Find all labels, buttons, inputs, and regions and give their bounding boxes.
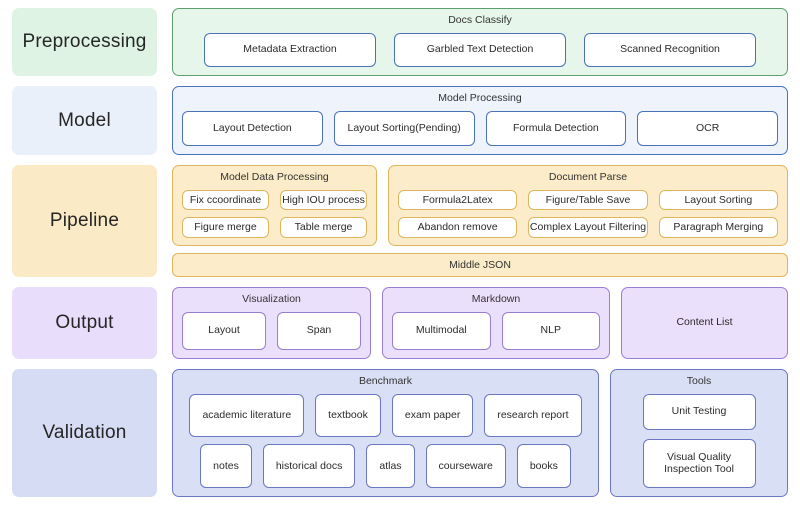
chip-courseware[interactable]: courseware: [425, 444, 506, 489]
stage-row-validation: Validation Benchmark academic literature…: [12, 369, 788, 497]
panel-row: Docs Classify Metadata Extraction Garble…: [172, 8, 788, 76]
chip-row: Multimodal NLP: [392, 311, 600, 350]
panel-title-docs-classify: Docs Classify: [448, 14, 512, 26]
chip-row: Abandon remove Complex Layout Filtering …: [398, 217, 778, 239]
stage-label-validation: Validation: [12, 369, 157, 497]
chip-rows: Fix ccoordinate High IOU process Figure …: [182, 189, 367, 239]
chip-layout[interactable]: Layout: [182, 311, 266, 350]
stage-content-output: Visualization Layout Span Markdown Multi…: [172, 287, 788, 359]
chip-layout-sorting-pending[interactable]: Layout Sorting(Pending): [333, 110, 475, 146]
chip-ocr[interactable]: OCR: [637, 110, 778, 146]
chip-books[interactable]: books: [516, 444, 571, 489]
panel-benchmark: Benchmark academic literature textbook e…: [172, 369, 599, 497]
chip-row: Visual Quality Inspection Tool: [620, 438, 778, 488]
chip-scanned-recognition[interactable]: Scanned Recognition: [584, 32, 756, 67]
chip-rows: academic literature textbook exam paper …: [182, 393, 589, 489]
stage-row-pipeline: Pipeline Model Data Processing Fix ccoor…: [12, 165, 788, 277]
panel-markdown: Markdown Multimodal NLP: [382, 287, 610, 359]
stage-content-preprocessing: Docs Classify Metadata Extraction Garble…: [172, 8, 788, 76]
chip-row: notes historical docs atlas courseware b…: [182, 444, 589, 489]
chip-unit-testing[interactable]: Unit Testing: [642, 393, 756, 430]
panel-tools: Tools Unit Testing Visual Quality Inspec…: [610, 369, 788, 497]
chip-row: Layout Detection Layout Sorting(Pending)…: [182, 110, 778, 146]
chip-figure-merge[interactable]: Figure merge: [182, 217, 269, 239]
panel-document-parse: Document Parse Formula2Latex Figure/Tabl…: [388, 165, 788, 246]
stage-label-preprocessing: Preprocessing: [12, 8, 157, 76]
panel-row: Model Processing Layout Detection Layout…: [172, 86, 788, 155]
stage-content-model: Model Processing Layout Detection Layout…: [172, 86, 788, 155]
panel-title-visualization: Visualization: [242, 293, 301, 305]
chip-row: Figure merge Table merge: [182, 217, 367, 239]
chip-rows: Unit Testing Visual Quality Inspection T…: [620, 393, 778, 488]
chip-exam-paper[interactable]: exam paper: [391, 393, 474, 438]
chip-layout-sorting[interactable]: Layout Sorting: [658, 189, 778, 211]
chip-rows: Layout Span: [182, 311, 361, 350]
chip-row: Unit Testing: [620, 393, 778, 430]
chip-multimodal[interactable]: Multimodal: [392, 311, 491, 350]
panel-visualization: Visualization Layout Span: [172, 287, 371, 359]
chip-historical-docs[interactable]: historical docs: [262, 444, 356, 489]
panel-docs-classify: Docs Classify Metadata Extraction Garble…: [172, 8, 788, 76]
chip-paragraph-merging[interactable]: Paragraph Merging: [658, 217, 778, 239]
chip-row: Metadata Extraction Garbled Text Detecti…: [182, 32, 778, 67]
panel-title-tools: Tools: [686, 375, 712, 387]
chip-abandon-remove[interactable]: Abandon remove: [398, 217, 518, 239]
panel-content-list[interactable]: Content List: [621, 287, 788, 359]
stage-row-preprocessing: Preprocessing Docs Classify Metadata Ext…: [12, 8, 788, 76]
stage-label-model: Model: [12, 86, 157, 155]
chip-textbook[interactable]: textbook: [315, 393, 381, 438]
panel-model-processing: Model Processing Layout Detection Layout…: [172, 86, 788, 155]
panel-title-benchmark: Benchmark: [358, 375, 413, 387]
panel-row: Visualization Layout Span Markdown Multi…: [172, 287, 788, 359]
chip-formula2latex[interactable]: Formula2Latex: [398, 189, 518, 211]
chip-layout-detection[interactable]: Layout Detection: [182, 110, 323, 146]
chip-academic-literature[interactable]: academic literature: [189, 393, 305, 438]
chip-row: Fix ccoordinate High IOU process: [182, 189, 367, 211]
chip-row: academic literature textbook exam paper …: [182, 393, 589, 438]
chip-nlp[interactable]: NLP: [501, 311, 600, 350]
panel-title-document-parse: Document Parse: [548, 171, 628, 183]
panel-row: Benchmark academic literature textbook e…: [172, 369, 788, 497]
panel-title-markdown: Markdown: [471, 293, 521, 305]
panel-label-content-list: Content List: [676, 316, 733, 328]
chip-high-iou-process[interactable]: High IOU process: [280, 189, 367, 211]
chip-complex-layout-filtering[interactable]: Complex Layout Filtering: [528, 217, 648, 239]
chip-rows: Layout Detection Layout Sorting(Pending)…: [182, 110, 778, 146]
chip-formula-detection[interactable]: Formula Detection: [485, 110, 627, 146]
stage-label-output: Output: [12, 287, 157, 359]
chip-visual-quality-inspection-tool[interactable]: Visual Quality Inspection Tool: [642, 438, 756, 488]
panel-title-model-data-processing: Model Data Processing: [220, 171, 329, 183]
chip-row: Formula2Latex Figure/Table Save Layout S…: [398, 189, 778, 211]
chip-atlas[interactable]: atlas: [366, 444, 415, 489]
chip-fix-ccoordinate[interactable]: Fix ccoordinate: [182, 189, 269, 211]
stage-content-validation: Benchmark academic literature textbook e…: [172, 369, 788, 497]
chip-rows: Metadata Extraction Garbled Text Detecti…: [182, 32, 778, 67]
chip-garbled-text-detection[interactable]: Garbled Text Detection: [394, 32, 566, 67]
stage-content-pipeline: Model Data Processing Fix ccoordinate Hi…: [172, 165, 788, 277]
chip-rows: Formula2Latex Figure/Table Save Layout S…: [398, 189, 778, 239]
stage-row-model: Model Model Processing Layout Detection …: [12, 86, 788, 155]
bar-middle-json[interactable]: Middle JSON: [172, 253, 788, 277]
panel-title-model-processing: Model Processing: [438, 92, 522, 104]
chip-figure-table-save[interactable]: Figure/Table Save: [528, 189, 648, 211]
chip-metadata-extraction[interactable]: Metadata Extraction: [204, 32, 376, 67]
panel-model-data-processing: Model Data Processing Fix ccoordinate Hi…: [172, 165, 377, 246]
chip-span[interactable]: Span: [277, 311, 361, 350]
stage-label-pipeline: Pipeline: [12, 165, 157, 277]
panel-row: Model Data Processing Fix ccoordinate Hi…: [172, 165, 788, 246]
chip-rows: Multimodal NLP: [392, 311, 600, 350]
chip-notes[interactable]: notes: [200, 444, 252, 489]
stage-row-output: Output Visualization Layout Span Markdow…: [12, 287, 788, 359]
chip-table-merge[interactable]: Table merge: [280, 217, 367, 239]
chip-research-report[interactable]: research report: [484, 393, 582, 438]
chip-row: Layout Span: [182, 311, 361, 350]
